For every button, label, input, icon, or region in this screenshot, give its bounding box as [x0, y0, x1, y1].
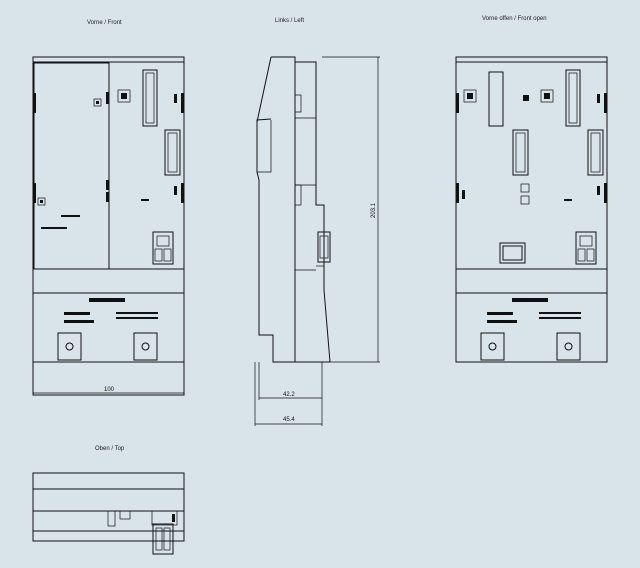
product-label-line1: SIMATIC S7 [64, 311, 87, 316]
brand-label-open: SIEMENS [514, 298, 532, 303]
height-dimension-label: 203.1 [371, 202, 377, 218]
width-dimension-label: 100 [104, 387, 115, 393]
product-label-open-line1: SIMATIC S7 [487, 311, 510, 316]
view-title-top: Oben / Top [95, 446, 125, 452]
top-view [32, 472, 185, 555]
brand-label: SIEMENS [91, 298, 109, 303]
product-label-open-line2: ET 200SP HA [487, 319, 512, 324]
height-dimension: 203.1 [322, 56, 380, 363]
front-open-view [455, 56, 608, 363]
depth-inner-label: 42.2 [283, 392, 295, 398]
depth-dimensions: 42.2 45.4 [254, 362, 323, 426]
width-dimension: 100 [33, 387, 184, 394]
view-title-front-open: Vorne offen / Front open [482, 16, 547, 22]
left-view [256, 56, 331, 363]
view-title-left: Links / Left [275, 18, 305, 24]
product-label-line2: ET 200SP HA [64, 319, 89, 324]
front-view [32, 56, 185, 396]
depth-outer-label: 45.4 [283, 417, 295, 423]
view-title-front: Vorne / Front [87, 20, 122, 26]
